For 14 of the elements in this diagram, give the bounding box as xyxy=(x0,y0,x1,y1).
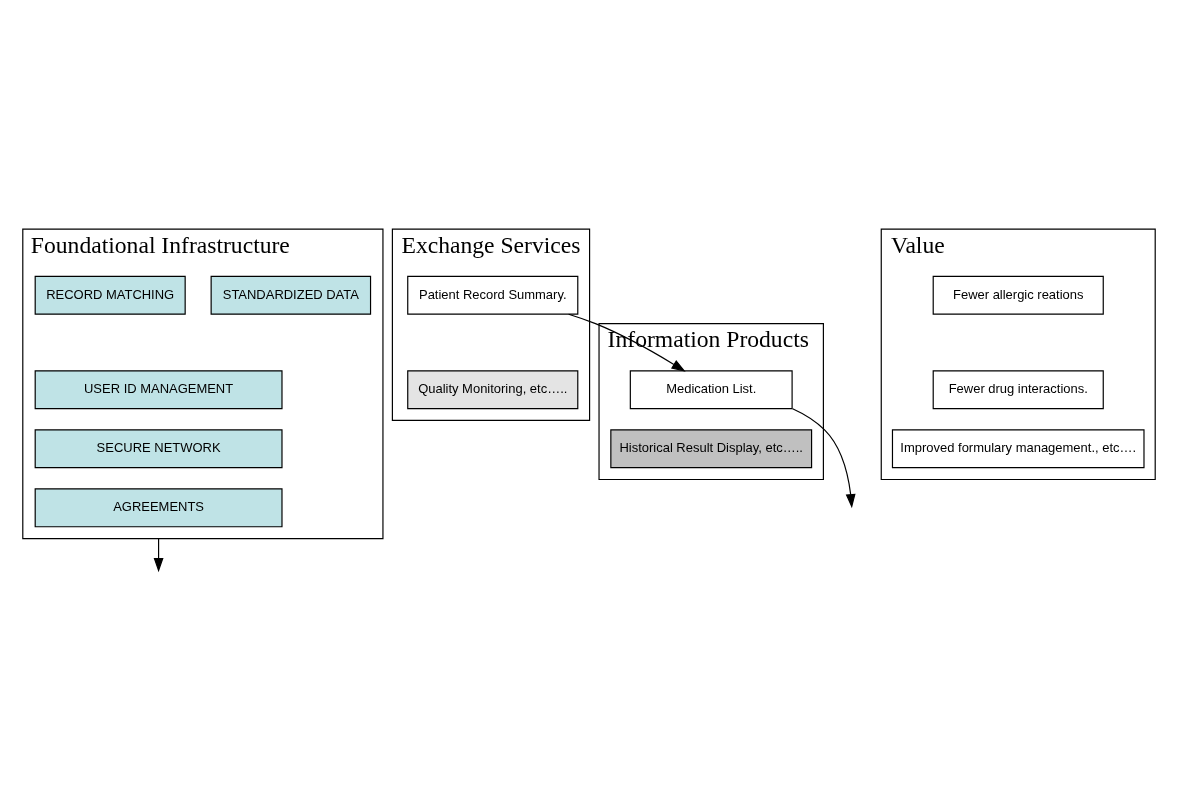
node-box: Fewer drug interactions. xyxy=(932,370,1104,410)
node-box: Fewer allergic reations xyxy=(932,275,1104,315)
node-box: Historical Result Display, etc….. xyxy=(610,429,813,469)
node-box: AGREEMENTS xyxy=(34,488,283,528)
node-box: Medication List. xyxy=(629,370,793,410)
arrow xyxy=(153,537,164,573)
node-box: Improved formulary management., etc…. xyxy=(891,429,1145,469)
node-box: Quality Monitoring, etc….. xyxy=(407,370,579,410)
node-box: RECORD MATCHING xyxy=(34,275,186,315)
arrow xyxy=(792,408,856,509)
node-box: USER ID MANAGEMENT xyxy=(34,370,283,410)
node-box: Patient Record Summary. xyxy=(407,275,579,315)
node-box: SECURE NETWORK xyxy=(34,429,283,469)
node-box: STANDARDIZED DATA xyxy=(210,275,372,315)
